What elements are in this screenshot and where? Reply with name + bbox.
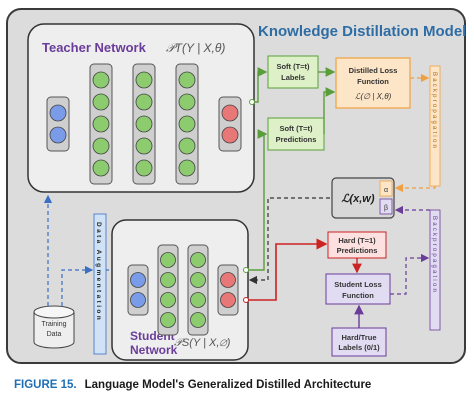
soft-predictions-line1: Soft (T=t) — [279, 124, 313, 133]
student-loss-line2: Function — [342, 291, 374, 300]
training-data-line2: Data — [47, 331, 62, 338]
alpha-cell — [379, 180, 393, 197]
teacher-formula: 𝒫T(Y | X,θ) — [166, 41, 225, 55]
data-augmentation-strip — [93, 213, 107, 355]
neuron — [178, 159, 196, 177]
neuron — [190, 312, 206, 328]
training-data-line1: Training — [41, 321, 66, 328]
soft-labels-line2: Labels — [281, 73, 305, 82]
neuron — [130, 292, 146, 308]
distilled-loss-formula: ℒ(∅ | X,θ) — [355, 92, 392, 101]
total-loss-formula: ℒ(x,w) — [342, 193, 375, 205]
connector-student-loss-to-backprop-purple — [390, 253, 430, 295]
neuron — [221, 104, 239, 122]
neuron — [92, 93, 110, 111]
hard-labels-line1: Hard/True — [341, 333, 376, 342]
neuron — [160, 252, 176, 268]
neuron — [178, 93, 196, 111]
neuron — [135, 115, 153, 133]
caption-figure-number: FIGURE 15. — [14, 379, 77, 391]
connector-data-to-augmentation — [61, 265, 94, 306]
distilled-loss-box — [335, 57, 411, 109]
neuron — [92, 159, 110, 177]
neuron — [178, 71, 196, 89]
neuron — [190, 292, 206, 308]
neuron — [92, 137, 110, 155]
connector-total-to-student — [248, 197, 330, 285]
distilled-loss-line1: Distilled Loss — [349, 66, 398, 75]
neuron — [135, 71, 153, 89]
network-layer — [157, 244, 179, 336]
student-loss-line1: Student Loss — [334, 280, 382, 289]
student-formula: 𝒫S(Y | X,∅) — [174, 337, 231, 349]
neuron — [220, 292, 236, 308]
alpha-symbol: α — [384, 187, 388, 194]
hard-predictions-line2: Predictions — [337, 246, 378, 255]
caption-text: Language Model's Generalized Distilled A… — [84, 379, 372, 391]
soft-predictions-box — [267, 117, 325, 151]
training-data-cylinder — [33, 305, 75, 349]
neuron — [160, 312, 176, 328]
neuron — [221, 126, 239, 144]
neuron — [135, 137, 153, 155]
neuron — [135, 93, 153, 111]
soft-labels-line1: Soft (T=t) — [276, 62, 310, 71]
connector-student-to-hard-predictions — [244, 238, 328, 301]
student-panel — [111, 219, 249, 361]
neuron — [92, 115, 110, 133]
student-network-layers — [127, 244, 239, 336]
backprop-strip-purple — [429, 209, 441, 331]
hard-predictions-line1: Hard (T=1) — [338, 236, 376, 245]
neuron — [220, 272, 236, 288]
diagram: Knowledge Distillation Model Teacher Net… — [6, 8, 466, 364]
neuron — [135, 159, 153, 177]
diagram-title: Knowledge Distillation Model — [258, 23, 466, 40]
teacher-network-layers — [46, 63, 242, 185]
neuron — [160, 272, 176, 288]
figure-caption: FIGURE 15. Language Model's Generalized D… — [14, 379, 464, 391]
neuron — [49, 126, 67, 144]
neuron — [92, 71, 110, 89]
connector-soft-predictions-to-loss — [323, 87, 336, 134]
hard-labels-line2: Labels (0/1) — [338, 343, 380, 352]
connector-student-to-soft-predictions — [244, 129, 268, 271]
neuron — [178, 137, 196, 155]
backprop-label-purple: Backpropagation — [431, 216, 437, 294]
beta-cell — [379, 198, 393, 215]
total-loss-box — [331, 177, 395, 219]
neuron — [190, 272, 206, 288]
soft-labels-box — [267, 55, 319, 89]
neuron — [190, 252, 206, 268]
network-layer — [187, 244, 209, 336]
neuron — [178, 115, 196, 133]
beta-symbol: β — [384, 205, 388, 212]
neuron — [130, 272, 146, 288]
neuron — [160, 292, 176, 308]
data-augmentation-label: Data Augmentation — [95, 222, 102, 322]
teacher-label: Teacher Network — [42, 40, 147, 55]
student-label-line2: Network — [130, 343, 178, 357]
distilled-loss-line2: Function — [357, 77, 389, 86]
student-loss-box — [325, 273, 391, 305]
neuron — [49, 104, 67, 122]
connector-backprop-orange-to-total — [394, 183, 436, 193]
soft-predictions-line2: Predictions — [276, 135, 317, 144]
backprop-label-orange: Backpropagation — [431, 72, 437, 150]
